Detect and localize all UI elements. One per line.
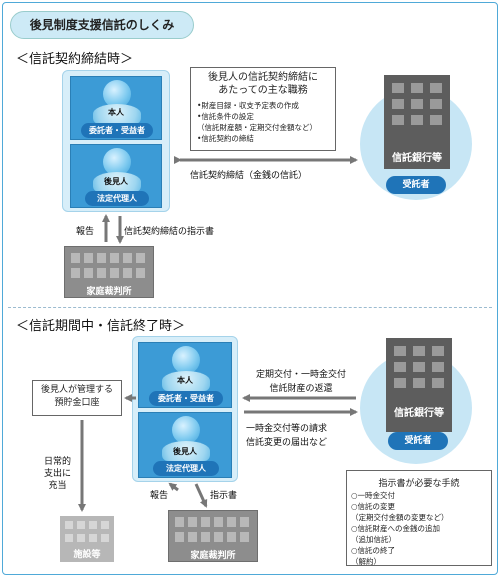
guardian-body-icon xyxy=(93,172,141,192)
section2-court-building: 家庭裁判所 xyxy=(168,510,258,562)
guardian-role-badge: 法定代理人 xyxy=(153,461,219,476)
duties-item: •財産目録・収支予定表の作成 xyxy=(197,101,299,110)
duties-item: •信託条件の設定 xyxy=(197,112,254,121)
section2-instruction-label: 指示書 xyxy=(210,491,238,501)
bank-building-icon xyxy=(384,75,450,169)
procedure-item: ○信託財産への金銭の追加 xyxy=(351,524,441,533)
principal-body-icon xyxy=(162,371,210,391)
account-box-line1: 後見人が管理する xyxy=(40,385,113,395)
section1-trustee-badge: 受託者 xyxy=(386,176,446,194)
section2-heading: ＜信託期間中・信託終了時＞ xyxy=(16,319,186,334)
section2-principal-card: 本人 委託者・受益者 xyxy=(138,342,232,408)
guardian-role-badge: 法定代理人 xyxy=(85,191,149,206)
section1-report-label: 報告 xyxy=(76,227,95,237)
diagram-title: 後見制度支援信託のしくみ xyxy=(10,11,194,39)
section2-report-arrow xyxy=(168,482,179,492)
procedure-item: ○一時金交付 xyxy=(351,491,396,500)
guardian-duties-box: 後見人の信託契約締結に あたっての主な職務 •財産目録・収支予定表の作成 •信託… xyxy=(190,67,336,151)
daily-label-line3: 充当 xyxy=(48,481,67,491)
contract-arrow-label: 信託契約締結（金銭の信託） xyxy=(190,171,308,181)
section-divider xyxy=(8,307,492,308)
daily-label-line1: 日常的 xyxy=(44,457,72,467)
guardian-name: 後見人 xyxy=(173,447,197,456)
section2-trustee-badge: 受託者 xyxy=(388,432,448,450)
principal-head-icon xyxy=(172,346,200,374)
duties-heading-line1: 後見人の信託契約締結に xyxy=(208,72,318,83)
principal-name: 本人 xyxy=(177,376,193,385)
account-box-line2: 預貯金口座 xyxy=(54,398,100,408)
section1-court-building: 家庭裁判所 xyxy=(64,246,154,298)
principal-role-badge: 委託者・受益者 xyxy=(149,391,223,406)
duties-item: •信託契約の締結 xyxy=(197,134,254,143)
section2-bank-name: 信託銀行等 xyxy=(394,408,444,419)
section1-guardian-card: 後見人 法定代理人 xyxy=(70,144,162,208)
facility-label: 施設等 xyxy=(73,550,101,560)
section2-court-label: 家庭裁判所 xyxy=(190,551,236,561)
section1-instruction-label: 信託契約締結の指示書 xyxy=(124,227,215,237)
section2-guardian-card: 後見人 法定代理人 xyxy=(138,412,232,478)
daily-expense-label: 日常的 支出に 充当 xyxy=(44,456,71,492)
request-label-line2: 信託変更の届出など xyxy=(246,438,328,448)
daily-label-line2: 支出に xyxy=(44,469,72,479)
principal-role-badge: 委託者・受益者 xyxy=(81,123,153,138)
duties-item: （信託財産額・定期交付金額など） xyxy=(197,123,317,132)
principal-head-icon xyxy=(103,80,131,108)
payout-label-line2: 信託財産の返還 xyxy=(269,384,333,394)
section1-court-label: 家庭裁判所 xyxy=(86,287,132,297)
guardian-head-icon xyxy=(172,416,200,444)
bank-building-icon xyxy=(386,338,452,432)
payout-label: 定期交付・一時金交付 信託財産の返還 xyxy=(256,368,346,396)
guardian-body-icon xyxy=(162,441,210,461)
guardian-head-icon xyxy=(103,148,131,176)
section2-report-label: 報告 xyxy=(150,491,169,501)
facility-building: 施設等 xyxy=(60,516,114,562)
section1-bank-name: 信託銀行等 xyxy=(392,153,442,164)
guardian-account-box: 後見人が管理する 預貯金口座 xyxy=(32,380,122,416)
procedure-item: （追加信託） xyxy=(351,535,396,544)
principal-body-icon xyxy=(93,104,141,124)
guardian-name: 後見人 xyxy=(104,177,128,186)
procedure-item: （解約） xyxy=(351,557,381,566)
request-label-line1: 一時金交付等の請求 xyxy=(246,424,328,434)
principal-name: 本人 xyxy=(108,108,124,117)
section1-heading: ＜信託契約締結時＞ xyxy=(16,52,134,67)
procedures-box: 指示書が必要な手続 ○一時金交付 ○信託の変更 （定期交付金額の変更など） ○信… xyxy=(346,470,492,566)
procedure-item: ○信託の変更 xyxy=(351,502,396,511)
section2-instruction-arrow xyxy=(194,483,208,508)
payout-label-line1: 定期交付・一時金交付 xyxy=(256,370,347,380)
procedure-item: （定期交付金額の変更など） xyxy=(351,513,449,522)
procedures-heading: 指示書が必要な手続 xyxy=(375,476,463,489)
section1-principal-card: 本人 委託者・受益者 xyxy=(70,76,162,140)
procedure-item: ○信託の終了 xyxy=(351,546,396,555)
duties-heading-line2: あたっての主な職務 xyxy=(218,85,308,96)
request-label: 一時金交付等の請求 信託変更の届出など xyxy=(246,422,327,450)
